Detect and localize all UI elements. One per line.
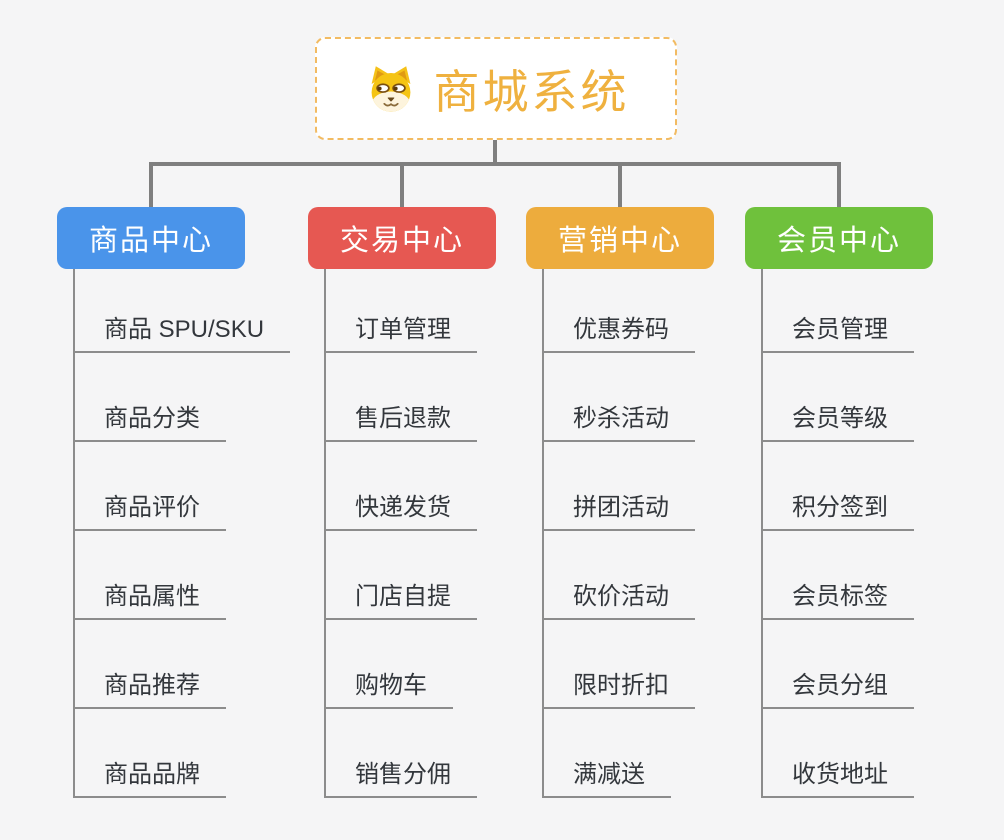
branch-items-marketing-center: 优惠券码 秒杀活动 拼团活动 砍价活动 限时折扣 满减送 — [542, 269, 695, 798]
branch-node-member-center[interactable]: 会员中心 — [745, 207, 933, 269]
branch-items-trade-center: 订单管理 售后退款 快递发货 门店自提 购物车 销售分佣 — [324, 269, 477, 798]
leaf-node[interactable]: 拼团活动 — [544, 442, 695, 531]
leaf-node[interactable]: 积分签到 — [763, 442, 914, 531]
leaf-node[interactable]: 商品评价 — [75, 442, 226, 531]
root-node-title: 商城系统 — [433, 65, 630, 118]
leaf-node[interactable]: 销售分佣 — [326, 709, 477, 798]
leaf-node[interactable]: 满减送 — [544, 709, 671, 798]
leaf-node[interactable]: 快递发货 — [326, 442, 477, 531]
leaf-node[interactable]: 收货地址 — [763, 709, 914, 798]
connector-bus — [149, 162, 841, 166]
root-node[interactable]: 商城系统 — [315, 37, 677, 140]
leaf-node[interactable]: 商品分类 — [75, 353, 226, 442]
leaf-node[interactable]: 售后退款 — [326, 353, 477, 442]
leaf-node[interactable]: 购物车 — [326, 620, 453, 709]
leaf-node[interactable]: 门店自提 — [326, 531, 477, 620]
leaf-node[interactable]: 秒杀活动 — [544, 353, 695, 442]
leaf-node[interactable]: 订单管理 — [326, 269, 477, 353]
dog-face-icon — [371, 65, 410, 112]
leaf-node[interactable]: 会员等级 — [763, 353, 914, 442]
branch-items-product-center: 商品 SPU/SKU 商品分类 商品评价 商品属性 商品推荐 商品品牌 — [73, 269, 291, 798]
leaf-node[interactable]: 砍价活动 — [544, 531, 695, 620]
leaf-node[interactable]: 会员分组 — [763, 620, 914, 709]
leaf-node[interactable]: 商品属性 — [75, 531, 226, 620]
branch-node-trade-center[interactable]: 交易中心 — [308, 207, 496, 269]
leaf-node[interactable]: 商品品牌 — [75, 709, 226, 798]
connector-drop-marketing — [618, 164, 622, 207]
connector-drop-product — [149, 164, 153, 207]
branch-node-marketing-center[interactable]: 营销中心 — [526, 207, 714, 269]
connector-root-stub — [493, 140, 497, 164]
connector-drop-member — [837, 164, 841, 207]
leaf-node[interactable]: 商品 SPU/SKU — [75, 269, 291, 353]
leaf-node[interactable]: 优惠券码 — [544, 269, 695, 353]
leaf-node[interactable]: 会员管理 — [763, 269, 914, 353]
branch-items-member-center: 会员管理 会员等级 积分签到 会员标签 会员分组 收货地址 — [761, 269, 914, 798]
connector-drop-trade — [400, 164, 404, 207]
leaf-node[interactable]: 会员标签 — [763, 531, 914, 620]
leaf-node[interactable]: 商品推荐 — [75, 620, 226, 709]
leaf-node[interactable]: 限时折扣 — [544, 620, 695, 709]
branch-node-product-center[interactable]: 商品中心 — [57, 207, 245, 269]
